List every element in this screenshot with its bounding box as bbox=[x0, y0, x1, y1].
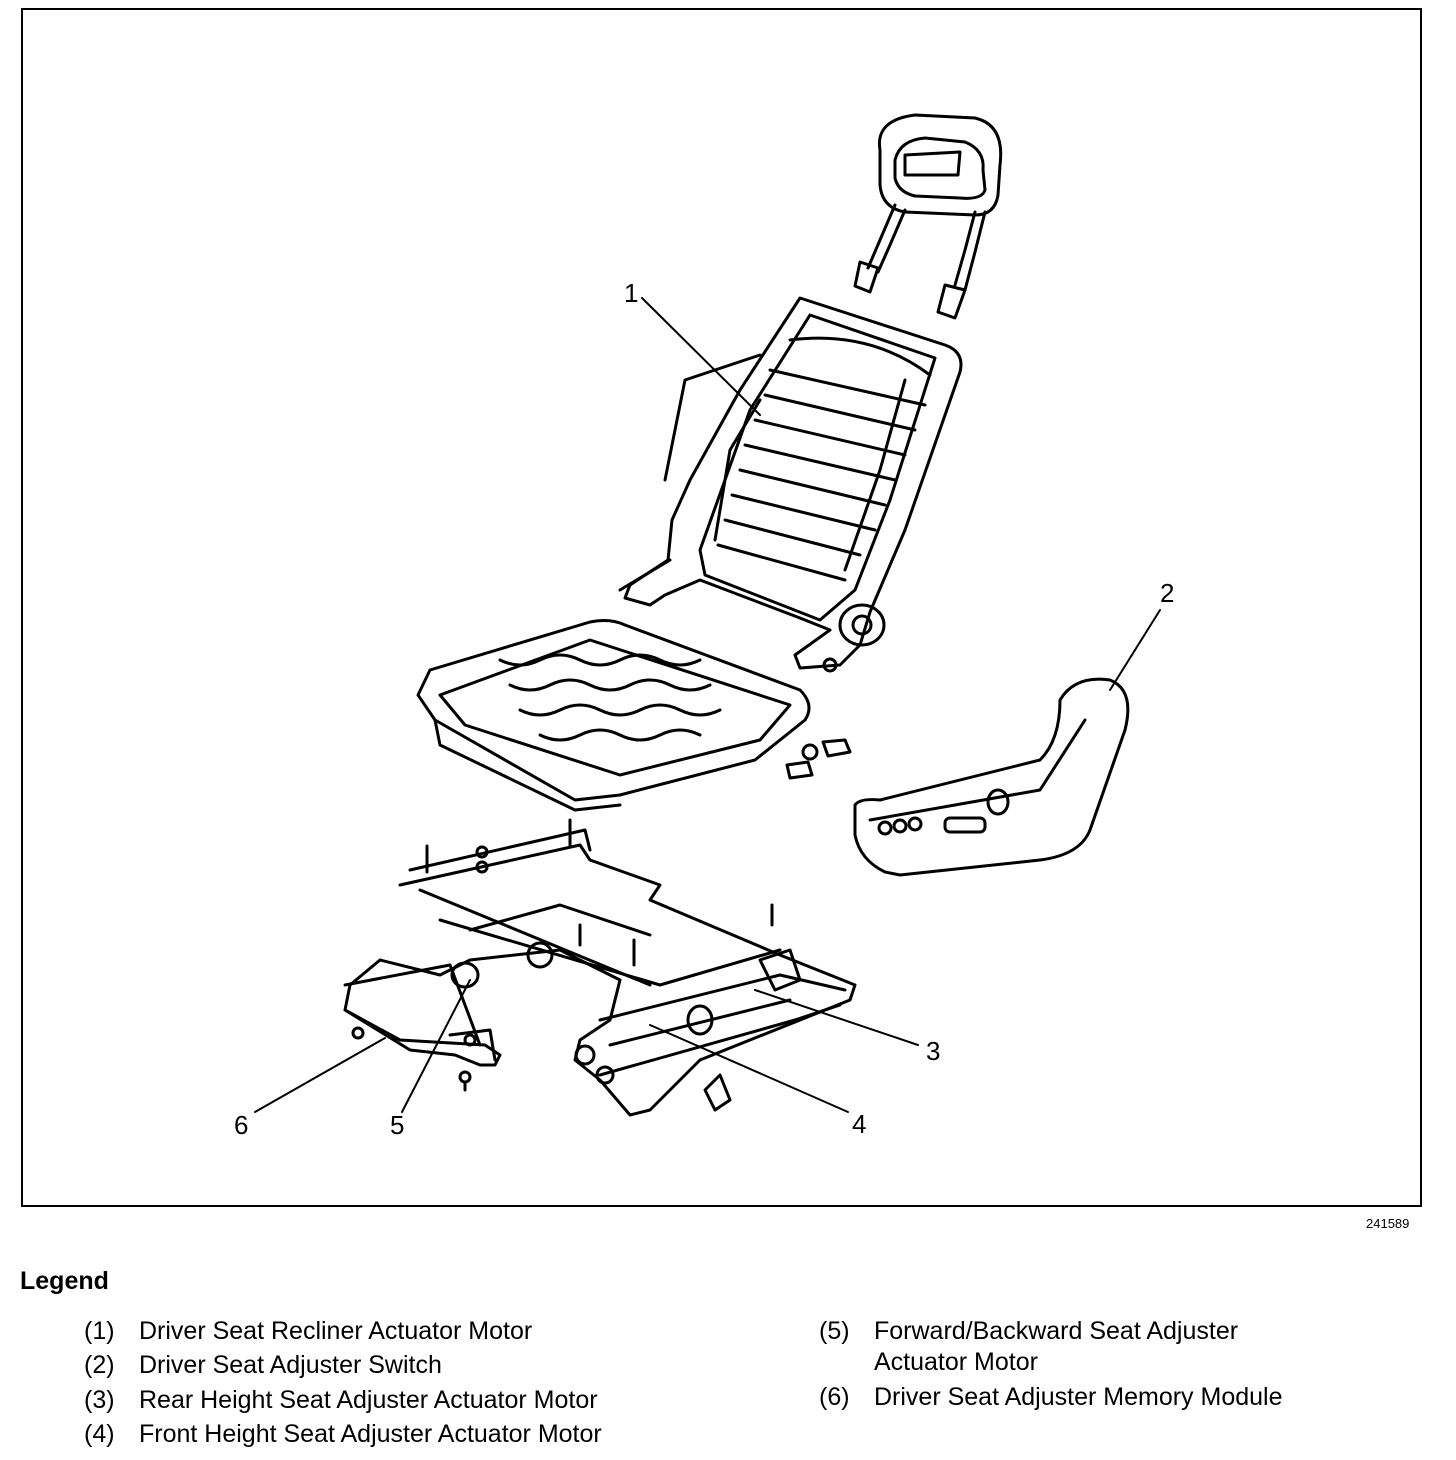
callout-1: 1 bbox=[624, 278, 639, 308]
leader-line-4 bbox=[649, 1024, 849, 1113]
callout-6: 6 bbox=[234, 1110, 249, 1140]
legend-item-label: Front Height Seat Adjuster Actuator Moto… bbox=[139, 1420, 602, 1448]
callout-5: 5 bbox=[390, 1110, 405, 1140]
seat-cushion-frame bbox=[416, 619, 811, 812]
bolts bbox=[785, 738, 852, 780]
legend-title: Legend bbox=[20, 1267, 109, 1295]
headrest bbox=[853, 113, 1003, 320]
callout-3: 3 bbox=[926, 1036, 941, 1066]
legend-item-number: (5) bbox=[819, 1317, 850, 1345]
leader-lines bbox=[254, 297, 1161, 1113]
callout-4: 4 bbox=[852, 1109, 867, 1139]
figure-number: 241589 bbox=[1366, 1216, 1410, 1231]
leader-line-2 bbox=[1109, 609, 1161, 691]
seat-exploded-diagram bbox=[254, 113, 1161, 1117]
callout-2: 2 bbox=[1160, 578, 1175, 608]
seat-adjuster-track bbox=[343, 818, 857, 1117]
seatback-frame bbox=[618, 296, 963, 673]
leader-line-5 bbox=[401, 979, 471, 1113]
legend-item-number: (4) bbox=[84, 1420, 115, 1448]
adjuster-switch-trim bbox=[853, 677, 1130, 877]
legend-item-number: (6) bbox=[819, 1383, 850, 1411]
diagram-frame bbox=[21, 8, 1422, 1207]
leader-line-3 bbox=[754, 989, 919, 1046]
legend-item-number: (3) bbox=[84, 1386, 115, 1414]
legend-item-label: Rear Height Seat Adjuster Actuator Motor bbox=[139, 1386, 598, 1414]
leader-line-1 bbox=[641, 297, 761, 416]
legend-item-label: Driver Seat Adjuster Memory Module bbox=[874, 1383, 1283, 1411]
legend-item-number: (2) bbox=[84, 1351, 115, 1379]
legend-item-number: (1) bbox=[84, 1317, 115, 1345]
legend-item-label: Forward/Backward Seat Adjuster Actuator … bbox=[874, 1317, 1239, 1376]
legend-item-label: Driver Seat Recliner Actuator Motor bbox=[139, 1317, 533, 1345]
leader-line-6 bbox=[254, 1037, 386, 1113]
legend-item-label: Driver Seat Adjuster Switch bbox=[139, 1351, 442, 1379]
